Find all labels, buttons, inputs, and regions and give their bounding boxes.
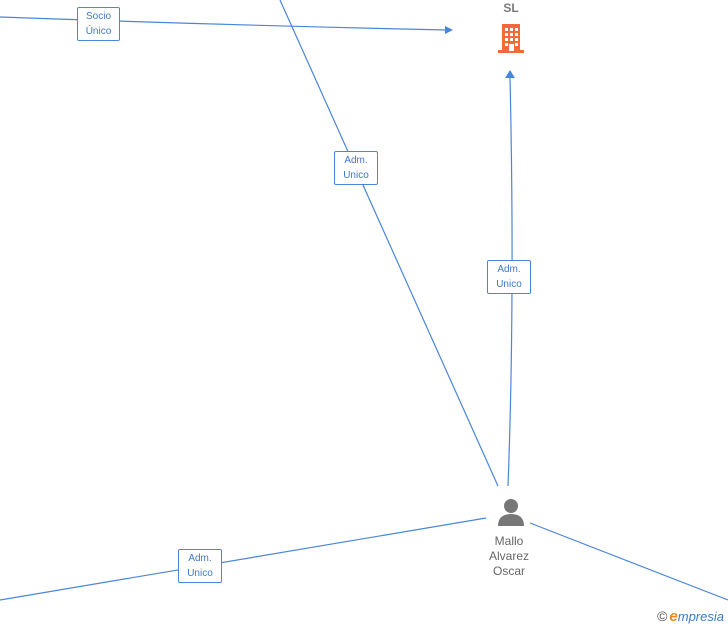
- brand-initial: e: [669, 608, 678, 625]
- edge-label-line: Unico: [187, 568, 213, 579]
- edge-label-adm-unico-company[interactable]: Adm. Unico: [487, 260, 531, 294]
- brand-name: mpresia: [677, 609, 724, 624]
- edge-label-adm-unico-left[interactable]: Adm. Unico: [178, 549, 222, 583]
- edge-adm-unico-left: [0, 517, 487, 601]
- edge-label-line: Único: [85, 26, 112, 37]
- person-name-line-1: Mallo: [494, 534, 524, 548]
- person-icon[interactable]: [496, 498, 526, 526]
- edge-label-line: Adm.: [344, 155, 368, 166]
- copyright-symbol: ©: [657, 608, 668, 624]
- person-name-line-2: Alvarez: [488, 549, 529, 563]
- edge-label-line: Adm.: [497, 264, 521, 275]
- edge-label-adm-unico-top[interactable]: Adm. Unico: [334, 151, 378, 185]
- edge-socio-unico-arrowhead: [445, 26, 453, 34]
- edge-label-line: Unico: [496, 279, 522, 290]
- edge-label-line: Socio: [85, 11, 111, 22]
- edge-adm-unico-company-arrowhead: [505, 70, 515, 78]
- person-name[interactable]: Mallo Alvarez Oscar: [474, 534, 544, 579]
- edge-label-line: Adm.: [188, 553, 212, 564]
- edge-person-right: [529, 522, 728, 601]
- edge-label-socio-unico[interactable]: Socio Único: [77, 7, 120, 41]
- edge-label-line: Unico: [343, 170, 369, 181]
- empresia-watermark: ©empresia: [657, 608, 724, 625]
- edge-adm-unico-top: [279, 0, 499, 487]
- edge-socio-unico: [0, 16, 448, 31]
- company-name[interactable]: SL: [503, 1, 519, 15]
- building-icon[interactable]: [496, 22, 526, 54]
- person-name-line-3: Oscar: [492, 564, 525, 578]
